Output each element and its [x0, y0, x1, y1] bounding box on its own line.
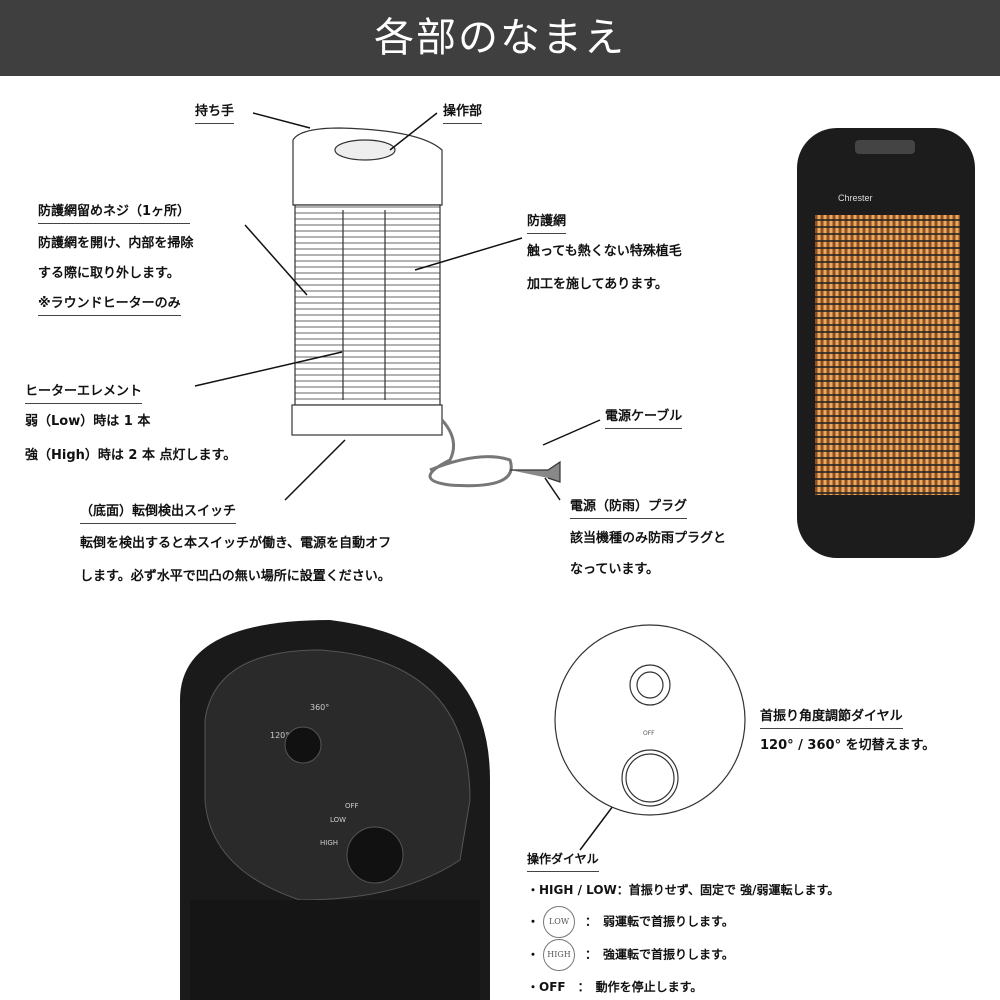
label-handle: 持ち手 — [195, 100, 235, 124]
plug-desc-1: 該当機種のみ防雨プラグと — [570, 531, 727, 546]
leader-lines — [194, 112, 641, 851]
label-screw: 防護網留めネジ（1ヶ所） — [38, 200, 191, 224]
svg-text:HIGH: HIGH — [320, 839, 338, 847]
screw-note: ※ラウンドヒーターのみ — [38, 292, 181, 316]
screw-desc-1: 防護網を開け、内部を掃除 — [38, 236, 194, 251]
screw-desc-2: する際に取り外します。 — [38, 266, 180, 281]
dial-desc-1: ・HIGH / LOW：首振りせず、固定で 強/弱運転します。 — [527, 883, 840, 897]
heater-product-photo: Chrester — [797, 128, 975, 558]
label-swing-dial: 首振り角度調節ダイヤル — [760, 705, 903, 729]
dial-desc-2: ・LOW： 弱運転で首振りします。 — [527, 906, 734, 938]
svg-text:120°: 120° — [270, 731, 289, 740]
svg-text:Chrester: Chrester — [838, 193, 873, 203]
control-top-photo: 120° 360° OFF LOW HIGH — [180, 620, 490, 1000]
tip-desc-1: 転倒を検出すると本スイッチが働き、電源を自動オフ — [80, 536, 392, 551]
svg-text:OFF: OFF — [643, 730, 655, 737]
swing-low-icon: LOW — [543, 906, 576, 938]
label-control: 操作部 — [443, 100, 483, 124]
dial-desc-3: ・HIGH： 強運転で首振りします。 — [527, 939, 734, 971]
label-control-dial: 操作ダイヤル — [527, 850, 599, 872]
guard-desc-1: 触っても熱くない特殊植毛 — [527, 244, 682, 259]
label-cable: 電源ケーブル — [605, 405, 683, 429]
tip-desc-2: します。必ず水平で凹凸の無い場所に設置ください。 — [80, 569, 391, 584]
header-bar: 各部のなまえ — [0, 0, 1000, 76]
guard-desc-2: 加工を施してあります。 — [527, 277, 668, 292]
svg-text:360°: 360° — [310, 703, 329, 712]
label-plug: 電源（防雨）プラグ — [570, 495, 688, 519]
label-element: ヒーターエレメント — [25, 380, 143, 404]
element-desc-2: 強（High）時は 2 本 点灯します。 — [25, 448, 237, 463]
label-tip-switch: （底面）転倒検出スイッチ — [80, 500, 237, 524]
plug-desc-2: なっています。 — [570, 562, 660, 577]
control-panel-diagram: OFF — [554, 624, 746, 816]
swing-desc: 120° / 360° を切替えます。 — [760, 738, 936, 753]
heater-line-drawing — [291, 127, 561, 488]
svg-text:OFF: OFF — [345, 802, 359, 810]
dial-desc-4: ・OFF ： 動作を停止します。 — [527, 980, 703, 994]
page-title: 各部のなまえ — [374, 15, 626, 61]
svg-text:LOW: LOW — [330, 816, 346, 824]
element-desc-1: 弱（Low）時は 1 本 — [25, 414, 151, 429]
swing-high-icon: HIGH — [543, 939, 576, 971]
label-guard: 防護網 — [527, 210, 567, 234]
